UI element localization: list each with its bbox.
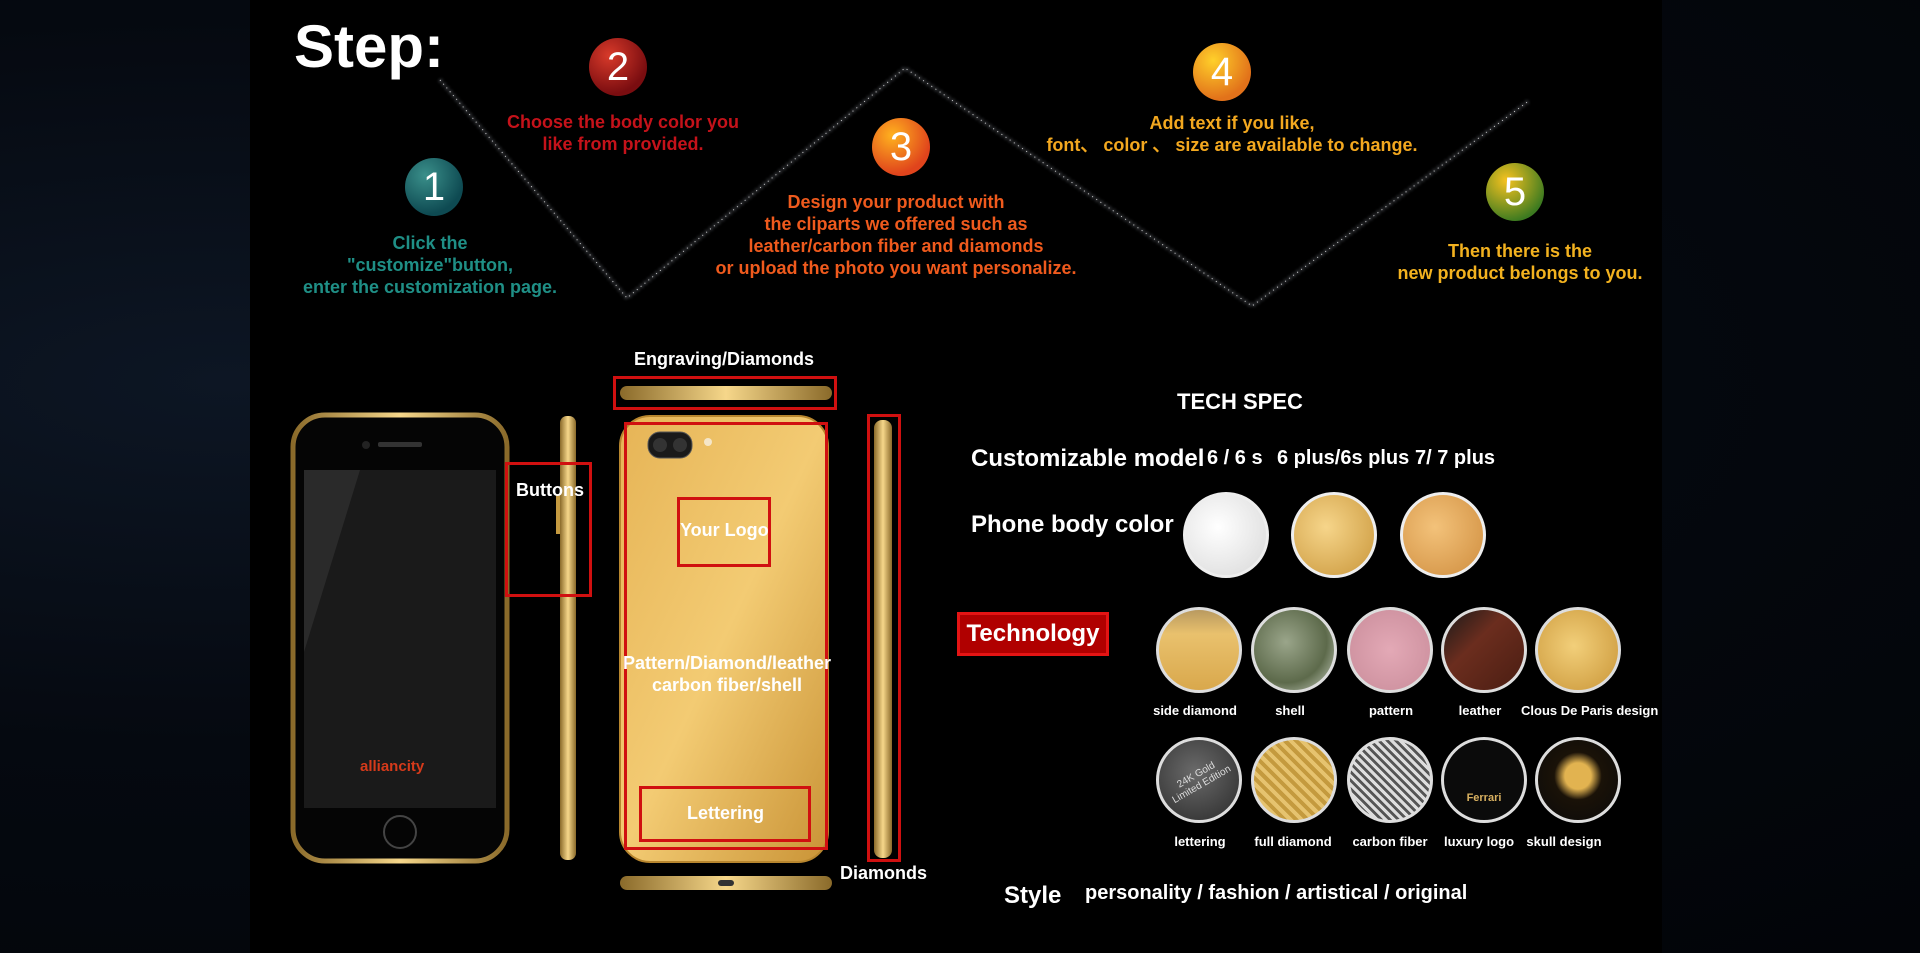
technique-label: full diamond [1254, 834, 1332, 849]
buttons-highlight-box [505, 462, 592, 597]
color-swatch-white[interactable] [1183, 492, 1269, 578]
style-label: Style [1004, 882, 1062, 909]
style-value: personality / fashion / artistical / ori… [1085, 882, 1468, 904]
step-4-text: Add text if you like,font、 color 、 size … [1046, 113, 1418, 155]
technique-shell-thumb[interactable] [1251, 607, 1337, 693]
technique-clous-de-paris-thumb[interactable] [1535, 607, 1621, 693]
pattern-label-line1: Pattern/Diamond/leather [622, 653, 832, 673]
color-swatch-rose-gold[interactable] [1400, 492, 1486, 578]
model-option-6plus[interactable]: 6 plus/6s plus [1277, 447, 1410, 469]
buttons-label: Buttons [516, 480, 584, 500]
phone-bottom-edge-image [620, 876, 832, 890]
customizable-model-label: Customizable model [971, 445, 1205, 472]
model-option-6[interactable]: 6 / 6 s [1207, 447, 1263, 469]
technique-pattern-thumb[interactable] [1347, 607, 1433, 693]
your-logo-label: Your Logo [680, 520, 769, 540]
technique-carbon-fiber-thumb[interactable] [1347, 737, 1433, 823]
technique-luxury-logo-thumb[interactable]: Ferrari [1441, 737, 1527, 823]
luxury-badge-text: Ferrari [1466, 792, 1502, 804]
technique-full-diamond-thumb[interactable] [1251, 737, 1337, 823]
technique-label: luxury logo [1443, 834, 1515, 849]
brand-logo-text: alliancity [360, 758, 425, 775]
technique-label: side diamond [1153, 703, 1237, 718]
phone-body-color-label: Phone body color [971, 511, 1174, 538]
technique-label: pattern [1368, 703, 1414, 718]
lettering-highlight-box [639, 786, 811, 842]
phone-back-image [619, 415, 829, 863]
model-option-7[interactable]: 7/ 7 plus [1415, 447, 1496, 469]
phone-side-image [556, 416, 576, 860]
technique-label: shell [1275, 703, 1305, 718]
technique-side-diamond-thumb[interactable] [1156, 607, 1242, 693]
diamonds-label: Diamonds [840, 863, 928, 883]
technique-label: carbon fiber [1352, 834, 1428, 849]
engraving-label: Engraving/Diamonds [634, 349, 815, 369]
phone-front-image [290, 412, 510, 864]
step-2-badge: 2 [589, 38, 647, 96]
technique-label: lettering [1174, 834, 1226, 849]
lettering-label: Lettering [687, 803, 765, 823]
step-1-badge: 1 [405, 158, 463, 216]
technique-label: Clous De Paris design [1521, 703, 1659, 718]
phone-right-side-image [874, 420, 892, 858]
logo-highlight-box [677, 497, 771, 567]
step-4-badge: 4 [1193, 43, 1251, 101]
step-1-text: Click the"customize"button,enter the cus… [302, 233, 558, 297]
tech-spec-title: TECH SPEC [1177, 389, 1303, 414]
color-swatch-gold[interactable] [1291, 492, 1377, 578]
lettering-badge-text: 24K Gold Limited Edition [1170, 760, 1233, 806]
technique-label: skull design [1526, 834, 1602, 849]
technique-lettering-thumb[interactable]: 24K Gold Limited Edition [1156, 737, 1242, 823]
step-5-badge: 5 [1486, 163, 1544, 221]
technology-button[interactable]: Technology [957, 612, 1109, 656]
technique-skull-design-thumb[interactable] [1535, 737, 1621, 823]
pattern-label-line2: carbon fiber/shell [651, 675, 803, 695]
phone-top-edge-image [620, 386, 832, 400]
back-highlight-box [624, 422, 828, 850]
step-3-badge: 3 [872, 118, 930, 176]
diamonds-highlight-box [867, 414, 901, 862]
technique-label: leather [1458, 703, 1502, 718]
technique-leather-thumb[interactable] [1441, 607, 1527, 693]
steps-title: Step: [294, 13, 444, 80]
engraving-highlight-box [613, 376, 837, 410]
